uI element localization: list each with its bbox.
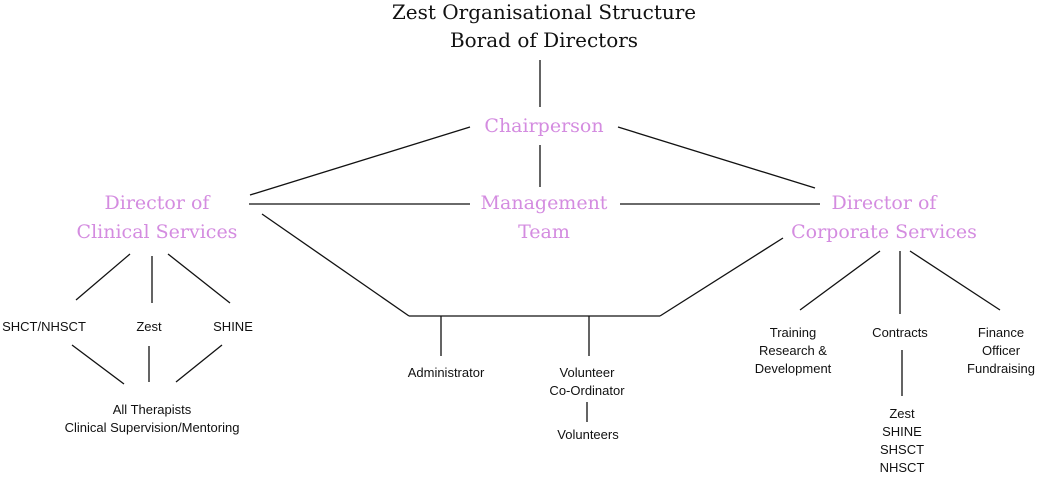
node-contract-partner-3: SHSCT — [879, 442, 925, 457]
node-chairperson-label: Chairperson — [484, 115, 604, 137]
node-contracts-label: Contracts — [872, 325, 928, 340]
node-finance-line-3: Fundraising — [967, 361, 1035, 376]
connector-chair-to-clinical — [249, 126, 471, 196]
node-volunteer-coordinator: Volunteer Co-Ordinator — [549, 364, 624, 400]
connector-corporate-to-staff-bar — [659, 237, 784, 317]
node-contract-partners: Zest SHINE SHSCT NHSCT — [880, 405, 925, 477]
node-clinical-director-line-2: Clinical Services — [76, 221, 238, 243]
connector-shine-to-therapists — [175, 344, 223, 383]
connector-shct-to-therapists — [71, 344, 125, 385]
node-volunteers: Volunteers — [557, 426, 618, 444]
chart-subtitle: Borad of Directors — [449, 28, 639, 52]
node-contract-partner-2: SHINE — [882, 424, 922, 439]
node-contract-partner-4: NHSCT — [879, 460, 925, 475]
node-contract-partner-1: Zest — [889, 406, 915, 421]
node-administrator: Administrator — [408, 364, 485, 382]
chart-title-text: Zest Organisational Structure — [391, 0, 697, 24]
node-training: Training Research & Development — [755, 324, 832, 378]
node-training-line-2: Research & — [759, 343, 827, 358]
node-zest-label: Zest — [136, 319, 162, 334]
node-management-line-1: Management — [480, 192, 608, 214]
node-finance: Finance Officer Fundraising — [967, 324, 1035, 378]
connector-clinical-to-shct — [75, 253, 131, 301]
node-corporate-director-line-1: Director of — [831, 192, 937, 214]
node-shct-nhsct-label: SHCT/NHSCT — [2, 319, 86, 334]
chart-title: Zest Organisational Structure Borad of D… — [392, 0, 696, 54]
node-all-therapists-line-1: All Therapists — [112, 402, 192, 417]
node-shine: SHINE — [213, 318, 253, 336]
node-clinical-director-line-1: Director of — [104, 192, 210, 214]
node-management-team: Management Team — [481, 189, 608, 247]
node-administrator-label: Administrator — [407, 365, 485, 380]
node-volunteers-label: Volunteers — [557, 427, 619, 442]
node-volunteer-coordinator-line-1: Volunteer — [559, 365, 615, 380]
connector-clinical-to-shine — [167, 253, 231, 304]
node-zest: Zest — [136, 318, 161, 336]
node-corporate-director: Director of Corporate Services — [791, 189, 977, 247]
connector-corporate-to-finance — [909, 250, 1001, 311]
node-finance-line-2: Officer — [981, 343, 1021, 358]
node-all-therapists: All Therapists Clinical Supervision/Ment… — [65, 401, 240, 437]
node-volunteer-coordinator-line-2: Co-Ordinator — [549, 383, 625, 398]
node-management-line-2: Team — [518, 221, 570, 243]
node-clinical-director: Director of Clinical Services — [77, 189, 238, 247]
connector-chair-to-corporate — [617, 126, 816, 189]
node-contracts: Contracts — [872, 324, 928, 342]
node-training-line-1: Training — [769, 325, 817, 340]
node-shine-label: SHINE — [213, 319, 253, 334]
connector-corporate-to-training — [799, 250, 881, 311]
node-shct-nhsct: SHCT/NHSCT — [2, 318, 86, 336]
connector-clinical-to-staff-bar — [261, 213, 410, 317]
node-corporate-director-line-2: Corporate Services — [791, 221, 977, 243]
node-finance-line-1: Finance — [977, 325, 1025, 340]
node-all-therapists-line-2: Clinical Supervision/Mentoring — [64, 420, 240, 435]
node-chairperson: Chairperson — [484, 112, 603, 141]
node-training-line-3: Development — [754, 361, 832, 376]
